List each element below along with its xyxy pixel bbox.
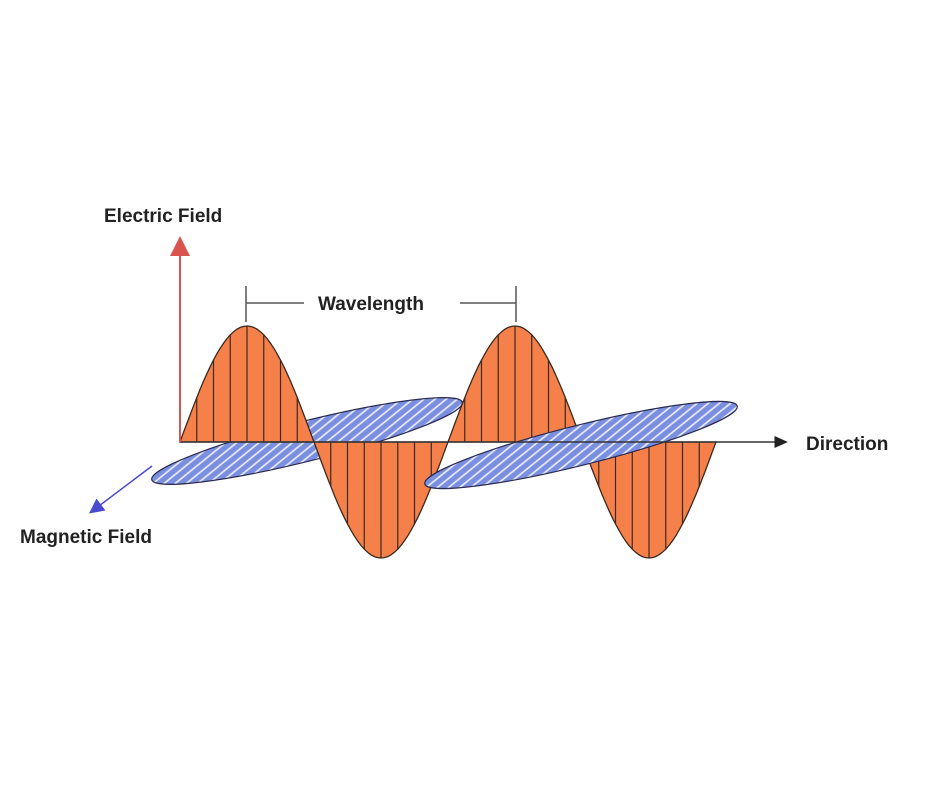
direction-label: Direction bbox=[806, 434, 888, 455]
wavelength-bracket bbox=[245, 286, 517, 322]
magnetic-field-axis bbox=[89, 465, 153, 514]
magnetic-field-label: Magnetic Field bbox=[20, 527, 152, 548]
wavelength-label: Wavelength bbox=[318, 294, 424, 315]
electric-field-label: Electric Field bbox=[104, 206, 222, 227]
electric-field-wave bbox=[179, 325, 717, 559]
magnetic-lobe-2 bbox=[424, 400, 738, 490]
